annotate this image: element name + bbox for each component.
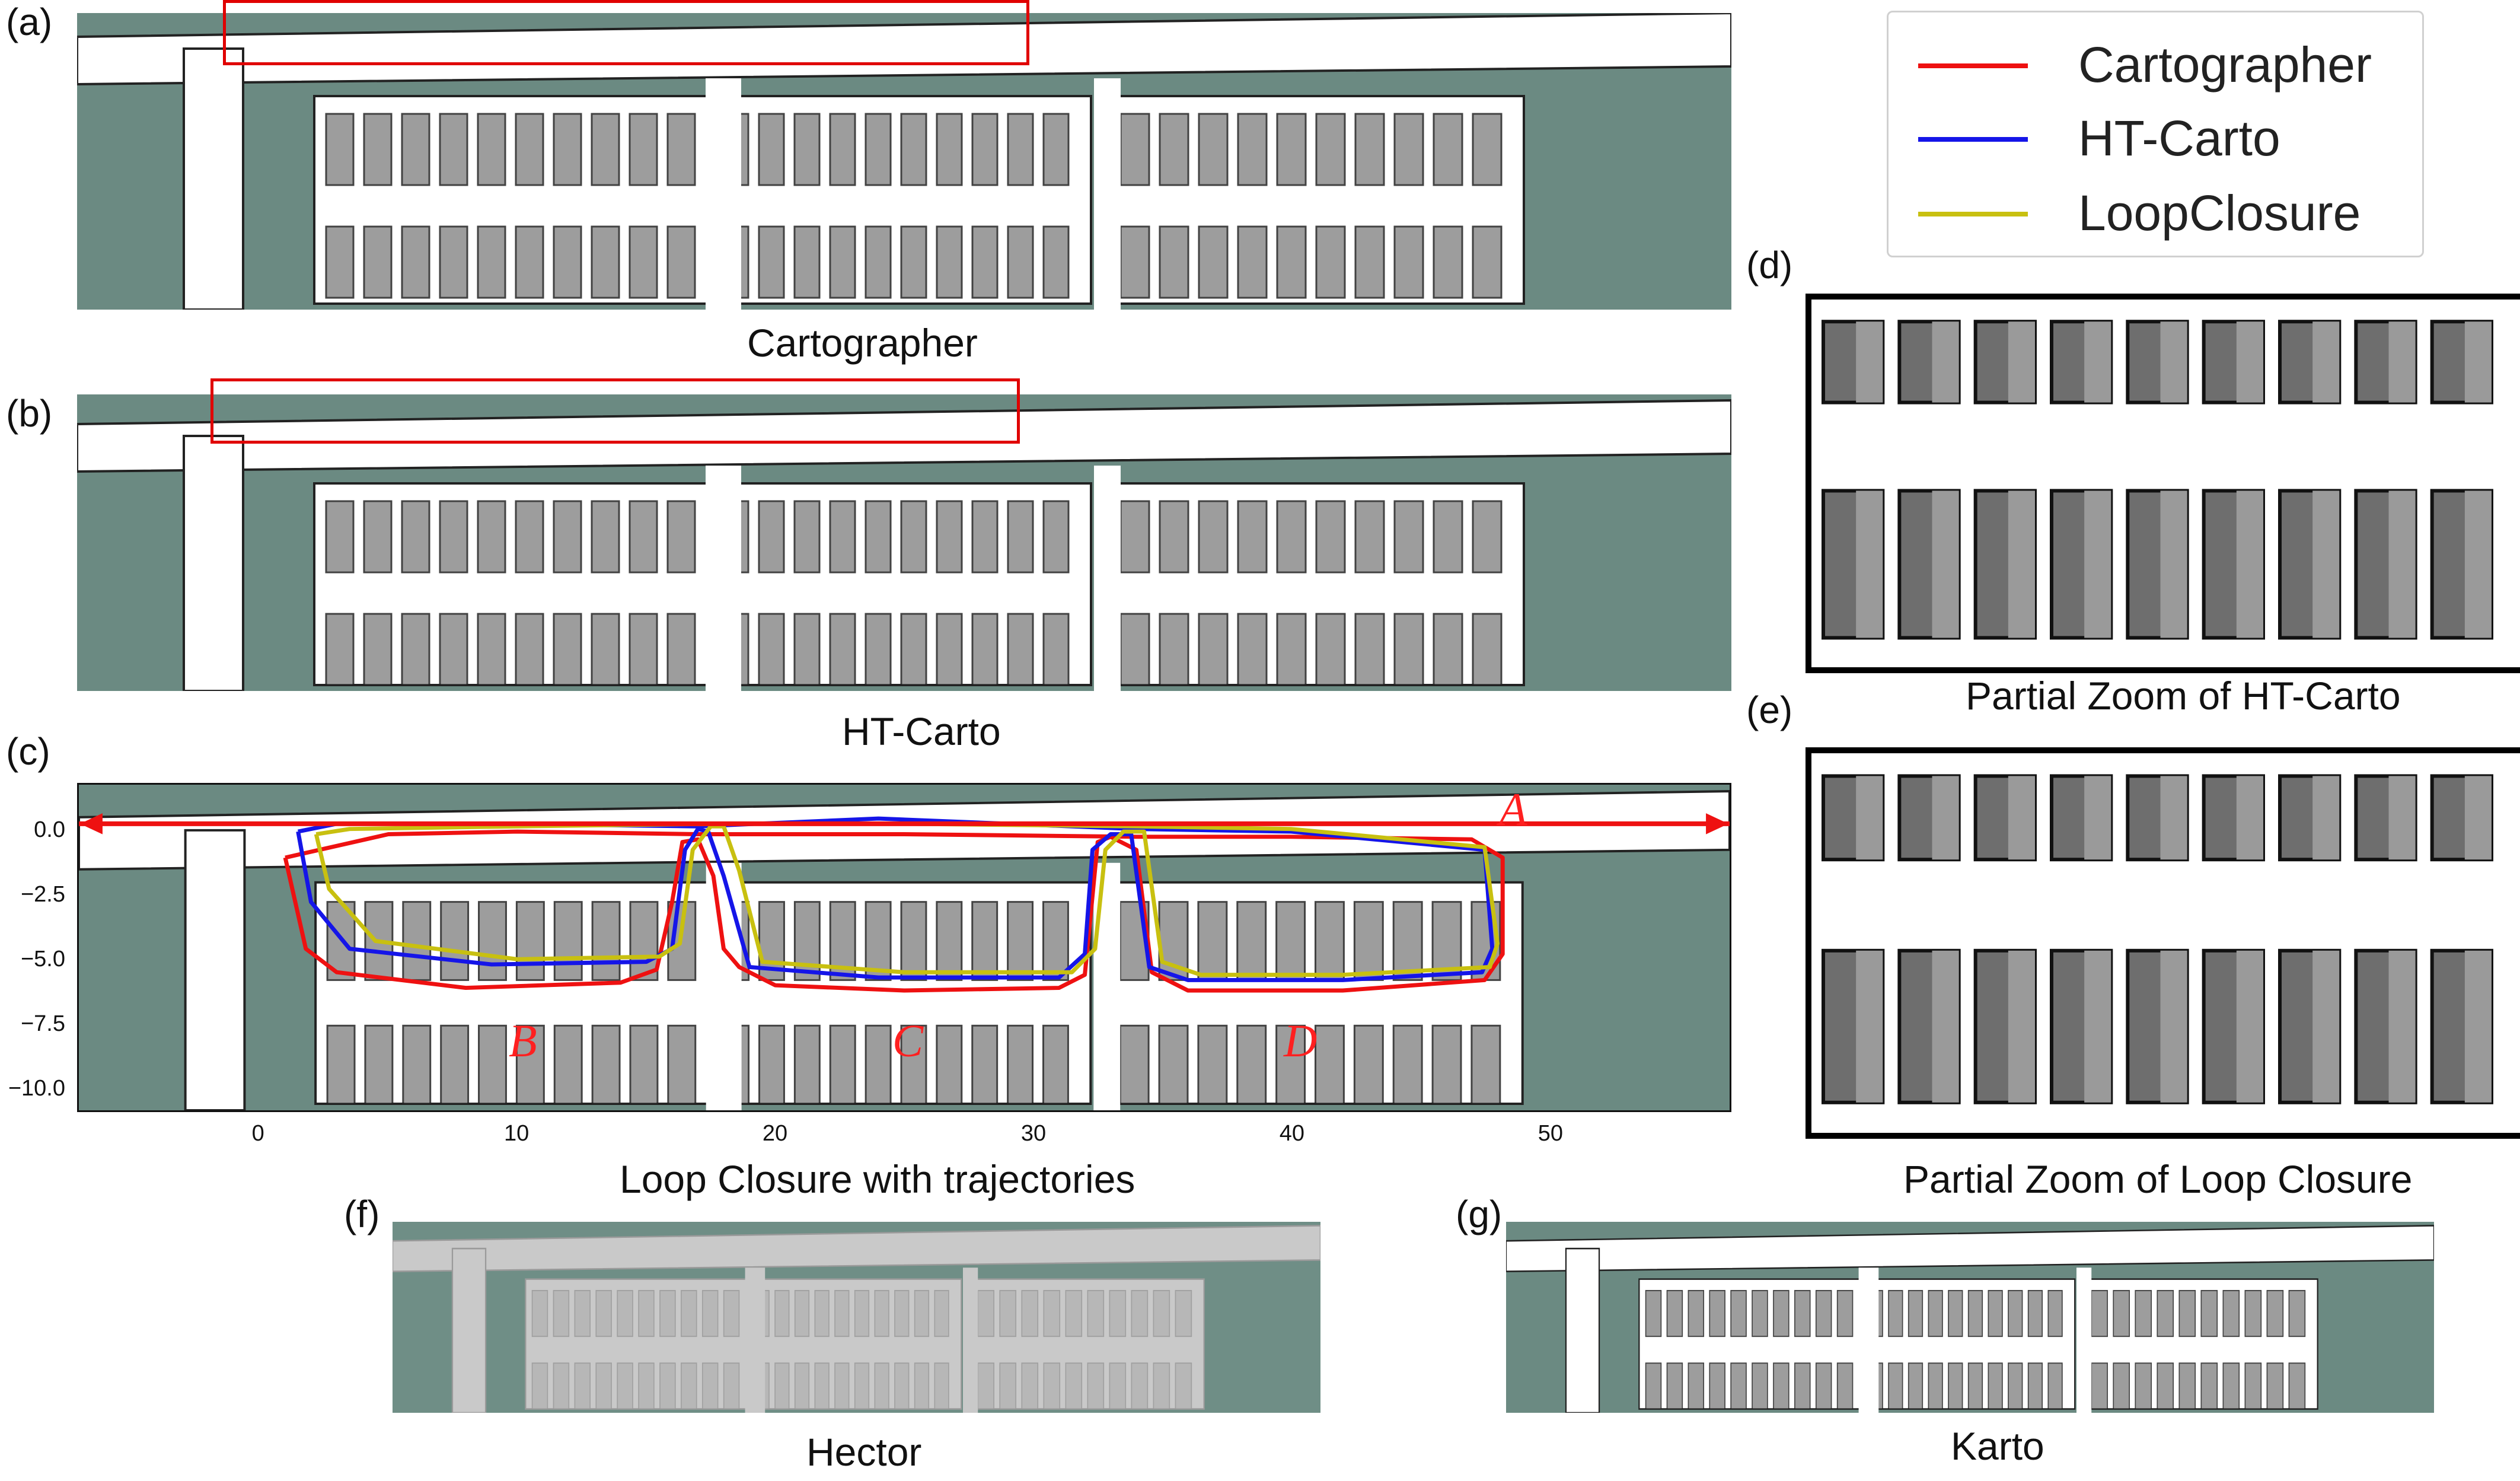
legend-swatch	[1918, 212, 2028, 216]
y-tick-3: −7.5	[20, 1011, 65, 1036]
caption-hector: Hector	[806, 1430, 922, 1474]
caption-cartographer: Cartographer	[747, 321, 978, 365]
trajectory-cartographer	[283, 829, 1505, 993]
region-label-a: A	[1499, 784, 1527, 835]
region-label-d: D	[1284, 1015, 1318, 1066]
arrowhead-left	[79, 813, 103, 835]
x-tick-5: 50	[1537, 1121, 1563, 1146]
caption-zoom-loop-closure: Partial Zoom of Loop Closure	[1903, 1157, 2413, 1201]
region-label-c: C	[892, 1015, 924, 1066]
highlight-box-a	[223, 0, 1029, 65]
legend-item-loopclosure: LoopClosure	[1906, 183, 2410, 243]
x-tick-2: 20	[762, 1121, 788, 1146]
trajectory-overlay	[79, 813, 1730, 993]
legend: Cartographer HT-Carto LoopClosure	[1887, 11, 2424, 257]
hector-map	[393, 1222, 1320, 1413]
x-tick-3: 30	[1020, 1121, 1047, 1146]
legend-label: Cartographer	[2078, 37, 2372, 93]
caption-ht-carto: HT-Carto	[842, 709, 1001, 753]
floor-plan	[77, 399, 1731, 691]
floor-plan	[77, 13, 1731, 310]
panel-letter-g: (g)	[1456, 1193, 1503, 1235]
trajectory-loopclosure	[314, 821, 1500, 977]
highlight-box-b	[210, 378, 1020, 444]
floor-plan	[1506, 1225, 2434, 1413]
caption-loop-closure: Loop Closure with trajectories	[620, 1157, 1135, 1201]
y-tick-1: −2.5	[20, 882, 65, 907]
arrowhead-right	[1706, 813, 1729, 835]
ht-carto-map	[77, 394, 1731, 691]
floor-plan	[393, 1225, 1320, 1413]
legend-swatch	[1918, 63, 2028, 68]
panel-letter-e: (e)	[1746, 689, 1793, 731]
panel-letter-a: (a)	[6, 1, 53, 43]
loop-closure-plot	[77, 783, 1731, 1112]
caption-karto: Karto	[1951, 1424, 2044, 1468]
zoom-ht-carto	[1806, 294, 2520, 673]
x-tick-1: 10	[503, 1121, 529, 1146]
zoomed-rooms	[1822, 320, 2493, 640]
panel-letter-b: (b)	[6, 392, 53, 435]
legend-item-ht-carto: HT-Carto	[1906, 109, 2410, 168]
y-tick-2: −5.0	[20, 947, 65, 972]
panel-letter-f: (f)	[344, 1193, 380, 1235]
zoomed-rooms	[1822, 774, 2493, 1104]
y-tick-4: −10.0	[8, 1076, 65, 1101]
x-tick-4: 40	[1279, 1121, 1305, 1146]
karto-map	[1506, 1222, 2434, 1413]
caption-zoom-ht-carto: Partial Zoom of HT-Carto	[1966, 674, 2401, 718]
y-tick-0: 0.0	[34, 817, 65, 842]
legend-label: LoopClosure	[2078, 185, 2361, 241]
legend-swatch	[1918, 137, 2028, 142]
legend-label: HT-Carto	[2078, 110, 2280, 166]
panel-letter-c: (c)	[6, 730, 50, 773]
legend-item-cartographer: Cartographer	[1906, 35, 2410, 94]
zoom-loop-closure	[1806, 747, 2520, 1139]
x-tick-0: 0	[251, 1121, 264, 1146]
panel-letter-d: (d)	[1746, 244, 1793, 286]
region-label-b: B	[509, 1015, 537, 1066]
floor-plan	[79, 790, 1730, 1110]
